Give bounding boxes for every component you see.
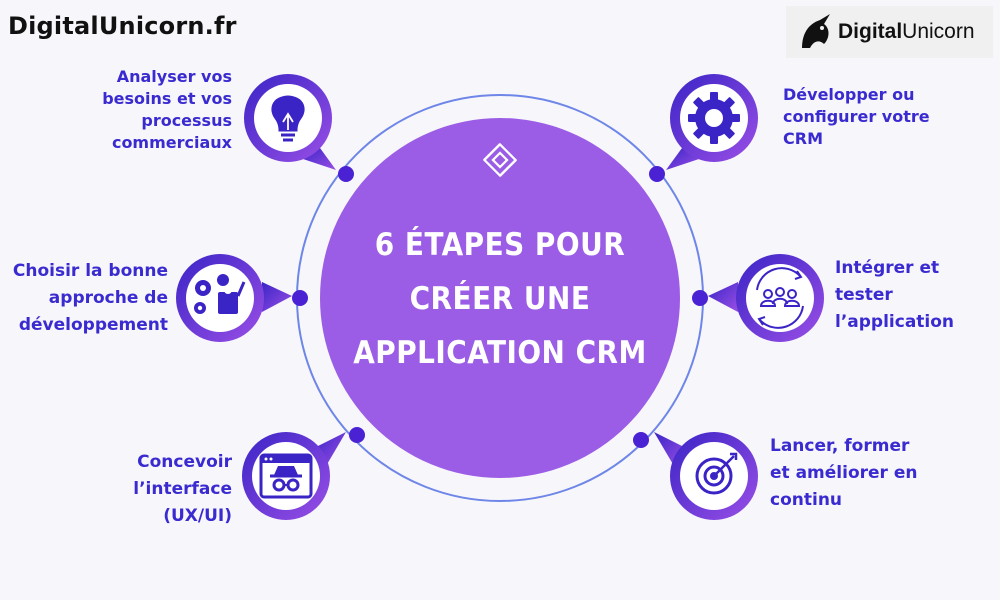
step-label-line: développement <box>18 315 168 335</box>
step-label-line: besoins et vos <box>102 89 232 108</box>
step-label-line: CRM <box>783 129 823 148</box>
step-label-3: Choisir la bonne approche de développeme… <box>8 258 168 339</box>
step-label-line: processus <box>141 111 232 130</box>
step-bubble-4 <box>708 254 824 342</box>
connector-dot <box>692 290 708 306</box>
step-label-line: commerciaux <box>111 133 232 152</box>
step-label-line: approche de <box>48 288 168 308</box>
browser-spy-icon <box>259 453 313 499</box>
lightbulb-icon <box>271 95 305 142</box>
step-label-line: l’interface <box>133 479 232 499</box>
connector-dot <box>633 432 649 448</box>
connector-dot <box>338 166 354 182</box>
center-disc <box>320 118 680 478</box>
step-label-line: et améliorer en <box>770 463 918 483</box>
step-label-5: Concevoir l’interface (UX/UI) <box>80 449 232 530</box>
step-label-1: Analyser vos besoins et vos processus co… <box>60 66 232 154</box>
step-label-line: Intégrer et <box>835 258 940 278</box>
center-title-line: APPLICATION CRM <box>353 335 647 371</box>
step-label-6: Lancer, former et améliorer en continu <box>770 433 970 514</box>
step-label-line: Choisir la bonne <box>12 261 168 281</box>
step-label-line: Lancer, former <box>770 436 910 456</box>
site-name: DigitalUnicorn.fr <box>8 12 237 40</box>
step-label-line: Concevoir <box>137 452 232 472</box>
center-title-line: 6 ÉTAPES POUR <box>374 227 626 263</box>
step-bubble-2 <box>666 74 758 170</box>
team-idea-icon <box>194 274 246 314</box>
step-bubble-3 <box>176 254 292 342</box>
step-label-line: continu <box>770 490 843 510</box>
center-title-line: CRÉER UNE <box>409 281 591 317</box>
step-label-line: l’application <box>835 312 955 332</box>
step-label-line: Analyser vos <box>116 67 232 86</box>
step-label-line: (UX/UI) <box>163 506 232 526</box>
step-bubble-5 <box>242 432 346 520</box>
step-bubble-6 <box>654 432 758 520</box>
center-title: 6 ÉTAPES POUR CRÉER UNE APPLICATION CRM <box>330 218 670 380</box>
connector-dot <box>292 290 308 306</box>
step-label-line: configurer votre <box>783 107 930 126</box>
connector-dot <box>649 166 665 182</box>
step-bubble-1 <box>244 74 336 170</box>
step-label-2: Développer ou configurer votre CRM <box>783 84 953 150</box>
target-icon <box>695 452 738 495</box>
brand-logo: DigitalUnicorn <box>786 6 993 58</box>
connector-dot <box>349 427 365 443</box>
logo-text-regular: Unicorn <box>902 20 975 43</box>
step-label-4: Intégrer et tester l’application <box>835 255 995 336</box>
unicorn-icon <box>802 14 830 48</box>
people-cycle-icon <box>756 267 804 329</box>
step-label-line: Développer ou <box>783 85 915 104</box>
logo-text-bold: Digital <box>838 20 903 43</box>
center-logo-icon <box>482 142 518 178</box>
step-label-line: tester <box>835 285 893 305</box>
gear-icon <box>688 92 740 144</box>
